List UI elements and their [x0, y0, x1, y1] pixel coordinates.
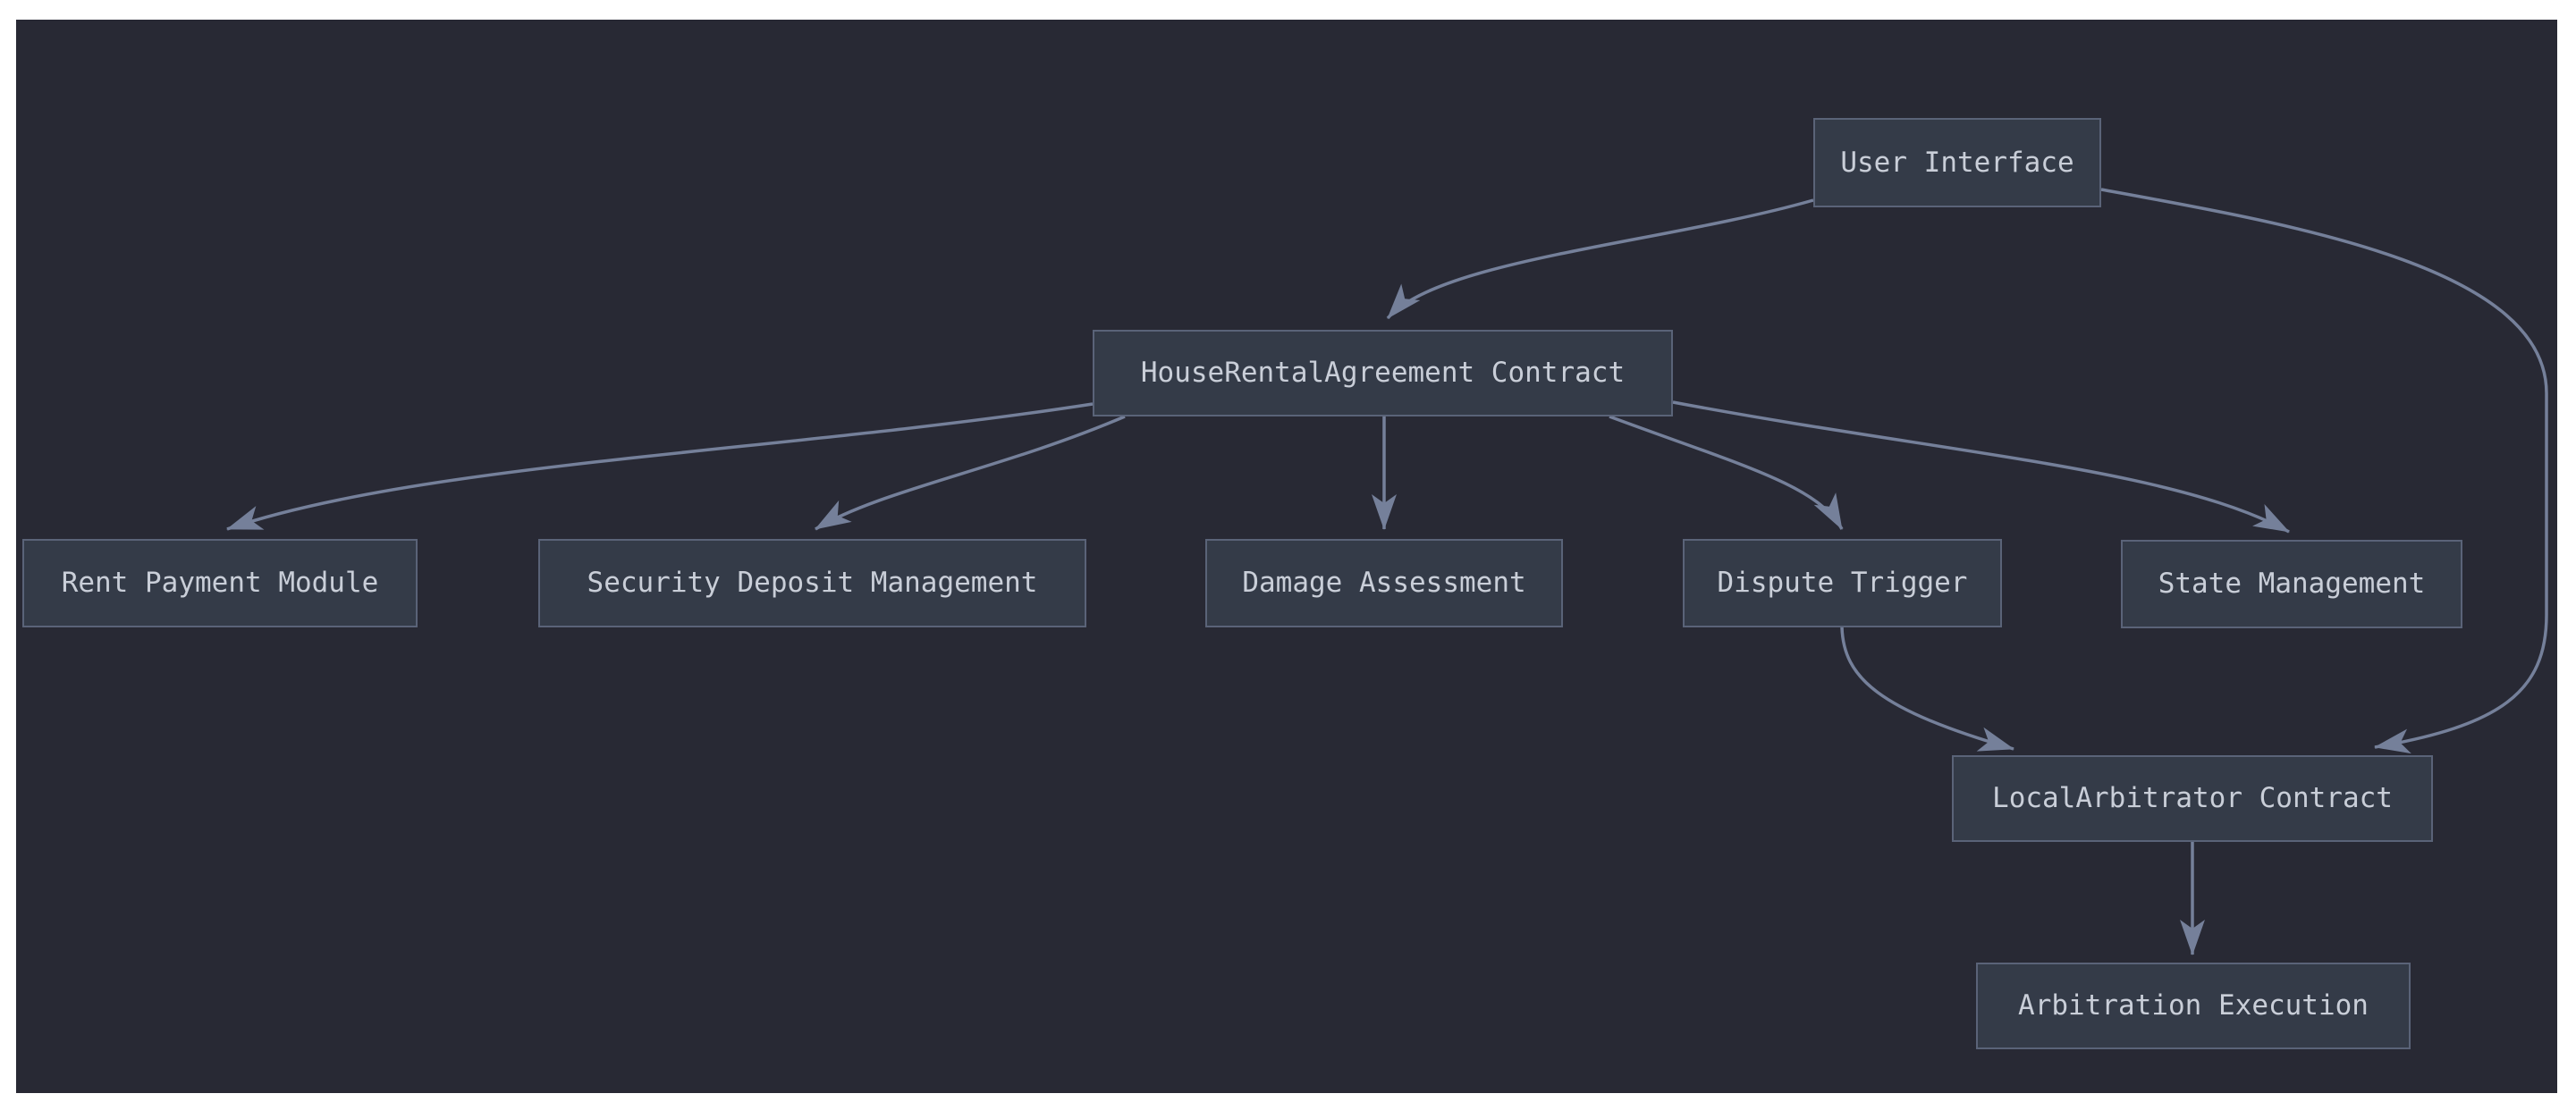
node-state-management: State Management — [2121, 540, 2462, 628]
node-arbitration-execution-label: Arbitration Execution — [2018, 989, 2369, 1022]
node-user-interface-label: User Interface — [1840, 146, 2074, 179]
node-localarbitrator-contract: LocalArbitrator Contract — [1952, 755, 2433, 842]
node-user-interface: User Interface — [1813, 118, 2101, 207]
node-localarbitrator-contract-label: LocalArbitrator Contract — [1992, 782, 2393, 814]
node-arbitration-execution: Arbitration Execution — [1976, 963, 2411, 1049]
node-damage-assessment-label: Damage Assessment — [1242, 567, 1526, 599]
node-house-rental-agreement-contract: HouseRentalAgreement Contract — [1093, 330, 1673, 416]
node-rent-payment-module-label: Rent Payment Module — [61, 567, 379, 599]
node-house-rental-agreement-contract-label: HouseRentalAgreement Contract — [1140, 357, 1626, 389]
node-security-deposit-management-label: Security Deposit Management — [587, 567, 1038, 599]
node-dispute-trigger-label: Dispute Trigger — [1717, 567, 1968, 599]
node-state-management-label: State Management — [2158, 568, 2426, 600]
node-dispute-trigger: Dispute Trigger — [1683, 539, 2002, 627]
node-rent-payment-module: Rent Payment Module — [22, 539, 418, 627]
node-security-deposit-management: Security Deposit Management — [538, 539, 1086, 627]
node-damage-assessment: Damage Assessment — [1205, 539, 1563, 627]
